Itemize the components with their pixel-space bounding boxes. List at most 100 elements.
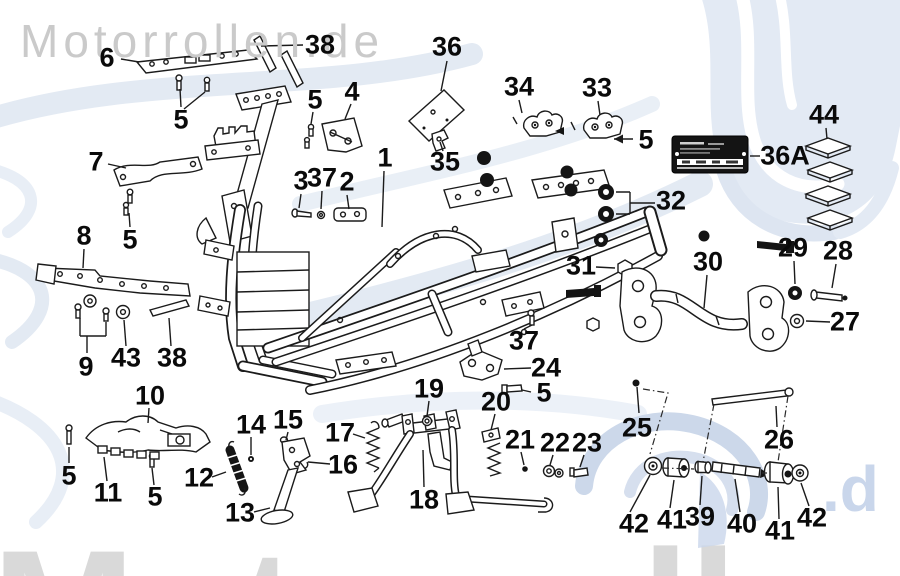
part-8-rail — [35, 263, 191, 297]
part-11-clip-nuts — [97, 445, 160, 460]
part-label-12: 12 — [183, 462, 215, 493]
part-28-bolt — [810, 289, 848, 302]
part-label-15: 15 — [272, 404, 304, 435]
part-label-5-7: 5 — [147, 481, 163, 512]
part-label-36a: 36A — [760, 140, 810, 171]
part-label-33: 33 — [581, 72, 613, 103]
part-25-bolt — [632, 379, 640, 414]
part-label-4: 4 — [344, 76, 360, 107]
part-37-nut — [316, 210, 326, 220]
part-label-29: 29 — [777, 232, 809, 263]
part-6-carrier-bar — [135, 49, 259, 92]
part-9-43-38-fasteners — [74, 294, 191, 322]
part-label-43: 43 — [110, 342, 142, 373]
part-1-main-frame — [196, 85, 794, 395]
part-label-5-5: 5 — [536, 377, 552, 408]
part-label-35: 35 — [429, 146, 461, 177]
part-33-clamp — [555, 112, 624, 139]
part-label-20: 20 — [480, 386, 512, 417]
part-12-spring — [225, 440, 249, 496]
part-label-2: 2 — [339, 166, 355, 197]
part-label-37-2: 37 — [508, 325, 540, 356]
part-17-spring — [365, 413, 406, 473]
part-44-pads — [803, 137, 855, 231]
part-label-41-2: 41 — [764, 515, 796, 546]
part-label-16: 16 — [327, 449, 359, 480]
part-label-5-6: 5 — [61, 460, 77, 491]
part-label-41: 41 — [656, 504, 688, 535]
part-32-bushings — [598, 184, 614, 222]
part-label-17: 17 — [324, 417, 356, 448]
part-7-bracket — [113, 156, 203, 216]
part-label-44: 44 — [808, 99, 840, 130]
part-label-38-2: 38 — [156, 342, 188, 373]
watermark-logo — [0, 0, 900, 548]
part-26-bolt — [711, 387, 794, 406]
part-35-clip — [431, 129, 449, 152]
part-label-1: 1 — [377, 142, 393, 173]
part-label-5-4: 5 — [122, 224, 138, 255]
part-label-31: 31 — [565, 250, 597, 281]
part-29-bushing — [788, 286, 802, 300]
part-label-26: 26 — [763, 424, 795, 455]
part-label-23: 23 — [571, 427, 603, 458]
part-21-pin — [522, 466, 528, 472]
part-label-40: 40 — [726, 508, 758, 539]
part-30-link — [619, 267, 790, 352]
part-36-plate — [407, 89, 466, 142]
part-4-bracket — [303, 117, 363, 153]
part-label-37: 37 — [306, 162, 338, 193]
part-38-rods — [253, 34, 304, 89]
part-10-bracket — [65, 415, 211, 468]
part-label-42: 42 — [618, 508, 650, 539]
part-label-3: 3 — [293, 165, 309, 196]
leader-lines — [68, 44, 837, 520]
part-label-5-2: 5 — [307, 84, 323, 115]
part-label-30: 30 — [692, 246, 724, 277]
part-label-5-3: 5 — [638, 124, 654, 155]
part-label-34: 34 — [503, 71, 535, 102]
part-label-32: 32 — [655, 185, 687, 216]
part-13-side-stand — [260, 437, 311, 525]
part-24-bracket — [459, 339, 503, 381]
part-5-screw-right — [501, 384, 523, 394]
part-label-11: 11 — [93, 477, 123, 508]
part-label-9: 9 — [78, 351, 94, 382]
part-2-plate — [333, 207, 367, 222]
part-label-5: 5 — [173, 104, 189, 135]
part-label-39: 39 — [684, 501, 716, 532]
part-label-13: 13 — [224, 497, 256, 528]
part-label-38: 38 — [304, 29, 336, 60]
part-23-bolt — [569, 467, 589, 478]
part-19-nut — [421, 415, 433, 427]
part-label-18: 18 — [408, 484, 440, 515]
part-18-center-stand — [347, 409, 554, 515]
part-label-22: 22 — [539, 427, 571, 458]
part-label-10: 10 — [134, 380, 166, 411]
part-label-6: 6 — [99, 42, 115, 73]
part-14-nut — [248, 456, 254, 462]
part-label-14: 14 — [235, 409, 267, 440]
line-art — [35, 34, 855, 525]
part-label-28: 28 — [822, 235, 854, 266]
part-label-27: 27 — [829, 306, 861, 337]
part-label-8: 8 — [76, 220, 92, 251]
part-34-clamp — [512, 110, 564, 137]
part-36a-info-label — [671, 135, 749, 174]
part-label-25: 25 — [621, 412, 653, 443]
part-label-36: 36 — [431, 31, 463, 62]
part-20-clip-spring — [481, 427, 503, 477]
part-27-nut — [789, 313, 805, 329]
part-label-24: 24 — [530, 352, 562, 383]
part-label-42-2: 42 — [796, 502, 828, 533]
watermark-corner-text: .d — [822, 453, 879, 525]
part-37b-bolt — [527, 309, 535, 326]
watermark-top-text: Motorrollen.de — [20, 15, 385, 67]
part-3-bolt — [291, 208, 312, 218]
part-label-7: 7 — [88, 146, 104, 177]
aux-lines — [79, 91, 789, 474]
part-22-washers — [542, 464, 564, 478]
part-label-21: 21 — [504, 424, 536, 455]
